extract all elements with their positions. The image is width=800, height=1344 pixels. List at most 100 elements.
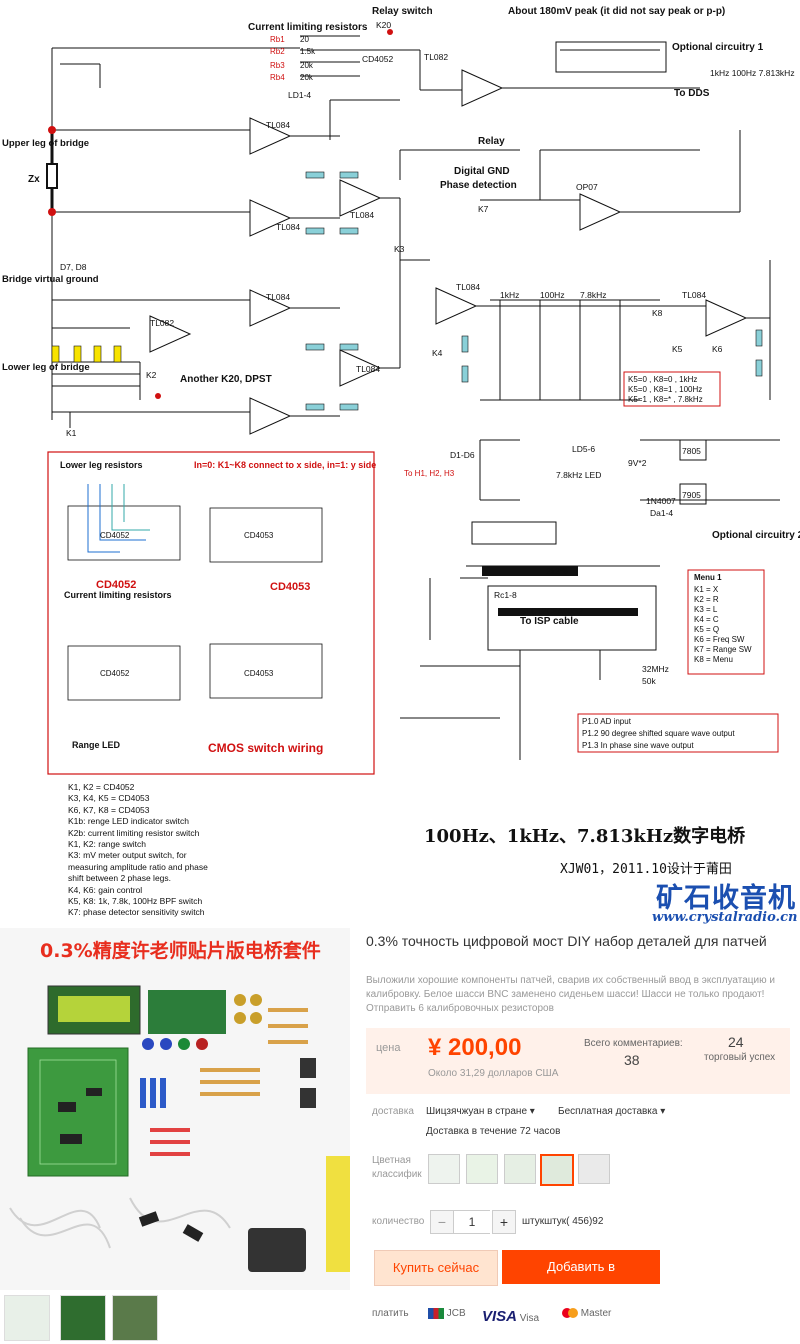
pin-note-p12: P1.2 90 degree shifted square wave outpu… — [582, 729, 735, 738]
payment-label: платить — [372, 1308, 409, 1319]
chip-cd4052-a: CD4052 — [100, 531, 130, 540]
color-swatch-1[interactable] — [428, 1154, 460, 1184]
opamp-tl082-upper: TL082 — [424, 52, 448, 62]
wiring-box — [47, 451, 375, 775]
opamp-u2d: TL084 — [682, 290, 706, 300]
label-lower-leg: Lower leg of bridge — [2, 362, 90, 373]
color-swatch-5[interactable] — [578, 1154, 610, 1184]
switch-notes: K1, K2 = CD4052 K3, K4, K5 = CD4053 K6, … — [68, 782, 208, 919]
menu-item: K6 = Freq SW — [694, 635, 745, 644]
wiring-box-title: Lower leg resistors — [60, 460, 143, 470]
vreg-7905: 7905 — [682, 490, 701, 500]
label-freq-note: 1kHz 100Hz 7.813kHz — [710, 68, 795, 78]
rb1-label: Rb1 — [270, 35, 285, 44]
reviews-count[interactable]: 38 — [624, 1052, 640, 1068]
ship-method-select[interactable]: Бесплатная доставка ▾ — [558, 1106, 666, 1117]
color-swatch-4-selected[interactable] — [540, 1154, 574, 1186]
color-label: Цветная классифик — [372, 1155, 422, 1180]
chip-cd4052-b: CD4052 — [100, 669, 130, 678]
label-relay: Relay — [478, 136, 505, 147]
schematic-image: Relay switch Current limiting resistors … — [2, 6, 800, 925]
color-swatch-3[interactable] — [504, 1154, 536, 1184]
photo-title: 0.3%精度许老师贴片版电桥套件 — [40, 940, 321, 962]
menu-item: K8 = Menu — [694, 655, 733, 664]
label-current-limiting: Current limiting resistors — [248, 22, 368, 33]
shipping-row: доставка Шицзячжуан в стране ▾ Бесплатна… — [372, 1106, 665, 1137]
thumbnail-2[interactable] — [60, 1295, 106, 1341]
product-description: Выложили хорошие компоненты патчей, свар… — [366, 975, 775, 1014]
note-line: K6, K7, K8 = CD4053 — [68, 804, 150, 815]
label-ld5-6: LD5-6 — [572, 444, 595, 454]
rb1-value: 20 — [300, 35, 309, 44]
visa-label: Visa — [519, 1313, 540, 1324]
add-to-cart-button[interactable]: Добавить в — [502, 1250, 660, 1284]
price-value: ¥ 200,00 — [428, 1034, 522, 1061]
note-line: K1, K2 = CD4052 — [68, 782, 135, 792]
thumbnail-3[interactable] — [112, 1295, 158, 1341]
label-upper-leg: Upper leg of bridge — [2, 138, 89, 149]
label-to-isp: To ISP cable — [520, 616, 579, 627]
switch-k6: K6 — [712, 344, 723, 354]
opamp-tl082-lower: TL082 — [150, 318, 174, 328]
deals-count: 24 — [728, 1034, 744, 1050]
rb4-value: 20k — [300, 73, 314, 82]
label-peak-note: About 180mV peak (it did not say peak or… — [508, 6, 725, 17]
note-line: measuring amplitude ratio and phase — [68, 861, 208, 872]
product-details: 0.3% точность цифровой мост DIY набор де… — [362, 928, 792, 1344]
switch-k4: K4 — [432, 348, 443, 358]
wiring-box-cd4052: CD4052 — [96, 579, 136, 591]
bpf-7-8khz: 7.8kHz — [580, 290, 606, 300]
price-usd: Около 31,29 долларов США — [428, 1068, 559, 1079]
rb3-value: 20k — [300, 61, 314, 70]
ship-days: Доставка в течение 72 часов — [426, 1126, 561, 1137]
shipping-label: доставка — [372, 1106, 414, 1117]
label-to-h: To H1, H2, H3 — [404, 469, 455, 478]
thumbnail-1[interactable] — [4, 1295, 50, 1341]
price-box: цена ¥ 200,00 Около 31,29 долларов США В… — [366, 1028, 790, 1094]
quantity-plus-button[interactable]: + — [492, 1210, 516, 1234]
k20-label: K20 — [376, 20, 391, 30]
quantity-minus-button[interactable]: − — [430, 1210, 454, 1234]
note-line: K1, K2: range switch — [68, 839, 146, 850]
opamp-u2a: TL084 — [350, 210, 374, 220]
label-1n4007: 1N4007 — [646, 496, 676, 506]
label-d1-d6: D1-D6 — [450, 450, 475, 460]
label-phase-detection: Phase detection — [440, 180, 517, 191]
label-optional-2: Optional circuitry 2 — [712, 530, 800, 541]
price-label: цена — [376, 1042, 401, 1054]
buy-now-button[interactable]: Купить сейчас — [374, 1250, 498, 1286]
chip-cd4053-a: CD4053 — [244, 531, 274, 540]
switch-k3: K3 — [394, 244, 405, 254]
mastercard-icon: Master — [562, 1308, 611, 1319]
switch-k5: K5 — [672, 344, 683, 354]
label-2k2x8: 2k2*8 — [546, 566, 568, 576]
wiring-box-current-title: Current limiting resistors — [64, 590, 172, 600]
menu-item: K7 = Range SW — [694, 645, 752, 654]
reviews-label: Всего комментариев: — [584, 1038, 683, 1049]
rb2-value: 1.5k — [300, 47, 316, 56]
label-pot-50k: 50k — [642, 676, 656, 686]
color-swatch-2[interactable] — [466, 1154, 498, 1184]
label-another-k20: Another K20, DPST — [180, 374, 272, 385]
k-table-row-2: K5=0 , K8=1 , 100Hz — [628, 385, 702, 394]
schematic-drawing: Relay switch Current limiting resistors … — [2, 6, 800, 775]
label-ld1-4: LD1-4 — [288, 90, 311, 100]
mastercard-label: Master — [580, 1308, 612, 1319]
opamp-op07: OP07 — [576, 182, 598, 192]
note-line: K2b: current limiting resistor switch — [68, 827, 200, 838]
jcb-icon: JCB — [428, 1308, 466, 1319]
opamp-u2b: TL084 — [356, 364, 380, 374]
label-supply: 9V*2 — [628, 458, 647, 468]
product-photo[interactable]: 0.3%精度许老师贴片版电桥套件 — [0, 928, 350, 1290]
vreg-7805: 7805 — [682, 446, 701, 456]
switch-k2: K2 — [146, 370, 157, 380]
quantity-input[interactable] — [454, 1210, 490, 1234]
menu-item: K2 = R — [694, 595, 719, 604]
label-digital-gnd: Digital GND — [454, 166, 510, 177]
thumbnail-strip — [0, 1292, 350, 1344]
k-table-row-1: K5=0 , K8=0 , 1kHz — [628, 375, 697, 384]
label-crystal: 32MHz — [642, 664, 669, 674]
rb4-label: Rb4 — [270, 73, 285, 82]
note-line: K3, K4, K5 = CD4053 — [68, 793, 150, 804]
ship-from-select[interactable]: Шицзячжуан в стране ▾ — [426, 1106, 535, 1117]
